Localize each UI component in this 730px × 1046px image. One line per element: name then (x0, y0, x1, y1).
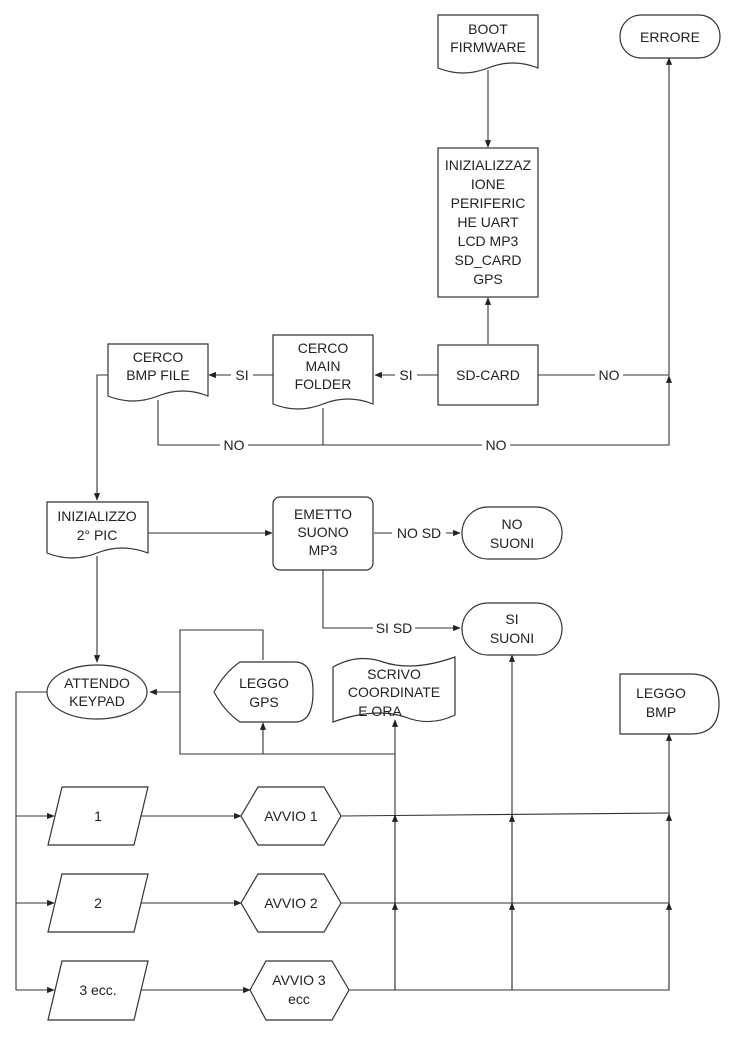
node-sd-card-line-1: SD-CARD (456, 367, 520, 383)
node-leggo-bmp-line-2: BMP (646, 704, 676, 720)
node-bmp-file-line-1: CERCO (133, 349, 184, 365)
edge-keypad-bus (15, 691, 48, 990)
node-init-line-7: GPS (473, 271, 503, 287)
node-si-suoni-line-1: SI (505, 611, 518, 627)
node-folder-line-2: MAIN (306, 358, 341, 374)
edge-avvio3-out (349, 903, 670, 991)
node-input-1: 1 (47, 786, 149, 846)
node-keypad-line-1: ATTENDO (64, 675, 130, 691)
node-avvio-3: AVVIO 3 ecc (249, 960, 350, 1021)
node-avvio-3-line-2: ecc (288, 991, 310, 1007)
node-leggo-gps: LEGGO GPS (213, 661, 314, 723)
node-cerco-bmp-file: CERCO BMP FILE (107, 343, 209, 402)
edge-label-folder-si: SI (235, 367, 248, 383)
node-cerco-main-folder: CERCO MAIN FOLDER (272, 334, 374, 410)
node-init-line-6: SD_CARD (455, 252, 522, 268)
node-gps-line-2: GPS (249, 694, 279, 710)
node-bmp-file-line-2: BMP FILE (126, 367, 190, 383)
node-suono-line-1: EMETTO (294, 506, 352, 522)
node-boot-firmware-line-1: BOOT (468, 21, 508, 37)
edge-avvio1-out (340, 812, 670, 817)
edge-sdcard-no-to-errore (538, 57, 673, 376)
node-input-2-label: 2 (94, 895, 102, 911)
node-avvio-2: AVVIO 2 (240, 873, 342, 933)
edge-label-sd-si: SI (399, 367, 412, 383)
edge-label-no-sd: NO SD (397, 525, 441, 541)
node-errore-line-1: ERRORE (640, 29, 700, 45)
node-input-3: 3 ecc. (47, 960, 149, 1021)
node-gps-line-1: LEGGO (239, 675, 289, 691)
node-init-line-4: HE UART (457, 214, 519, 230)
edge-label-si-sd: SI SD (376, 620, 413, 636)
node-folder-line-3: FOLDER (295, 376, 352, 392)
edge-label-folder-no: NO (486, 437, 507, 453)
edge-label-bmp-no: NO (224, 437, 245, 453)
node-emetto-suono: EMETTO SUONO MP3 (272, 496, 374, 571)
node-no-suoni: NO SUONI (461, 506, 563, 560)
node-inizializzazione-periferiche: INIZIALIZZAZ IONE PERIFERIC HE UART LCD … (437, 147, 539, 298)
node-pic-line-2: 2° PIC (77, 527, 118, 543)
node-avvio-3-line-1: AVVIO 3 (272, 972, 326, 988)
node-si-suoni-line-2: SUONI (490, 630, 534, 646)
node-input-3-label: 3 ecc. (79, 982, 116, 998)
node-init-line-1: INIZIALIZZAZ (445, 157, 532, 173)
node-folder-line-1: CERCO (298, 340, 349, 356)
node-no-suoni-line-2: SUONI (490, 535, 534, 551)
edge-label-sd-no: NO (599, 367, 620, 383)
node-suono-line-2: SUONO (297, 524, 348, 540)
node-no-suoni-line-1: NO (502, 516, 523, 532)
edge-bmp-no (157, 375, 673, 446)
node-avvio-1: AVVIO 1 (240, 786, 342, 846)
edge-labels: NO SI SI NO NO NO SD SI SD (220, 366, 623, 637)
node-pic-line-1: INIZIALIZZO (57, 508, 136, 524)
node-scrivo-line-1: SCRIVO (367, 666, 421, 682)
node-leggo-bmp: LEGGO BMP (619, 673, 720, 735)
node-scrivo-line-2: COORDINATE (348, 684, 440, 700)
node-input-1-label: 1 (94, 808, 102, 824)
node-boot-firmware: BOOT FIRMWARE (437, 14, 539, 74)
node-scrivo-coordinate: SCRIVO COORDINATE E ORA (332, 656, 456, 723)
node-sd-card: SD-CARD (437, 344, 539, 406)
node-errore: ERRORE (619, 14, 721, 59)
node-avvio-2-label: AVVIO 2 (264, 895, 318, 911)
node-input-2: 2 (47, 873, 149, 933)
node-init-line-5: LCD MP3 (458, 233, 519, 249)
node-leggo-bmp-line-1: LEGGO (636, 685, 686, 701)
node-init-line-3: PERIFERIC (451, 195, 526, 211)
node-inizializzo-pic: INIZIALIZZO 2° PIC (46, 501, 149, 559)
node-scrivo-line-3: E ORA (358, 703, 402, 719)
connectors (15, 57, 673, 994)
node-avvio-1-label: AVVIO 1 (264, 808, 318, 824)
node-suono-line-3: MP3 (309, 542, 338, 558)
node-init-line-2: IONE (471, 176, 505, 192)
node-attendo-keypad: ATTENDO KEYPAD (46, 664, 148, 720)
node-si-suoni: SI SUONI (461, 602, 563, 656)
node-keypad-line-2: KEYPAD (69, 693, 125, 709)
edge-bmp-to-pic (93, 374, 108, 501)
node-boot-firmware-line-2: FIRMWARE (450, 39, 526, 55)
